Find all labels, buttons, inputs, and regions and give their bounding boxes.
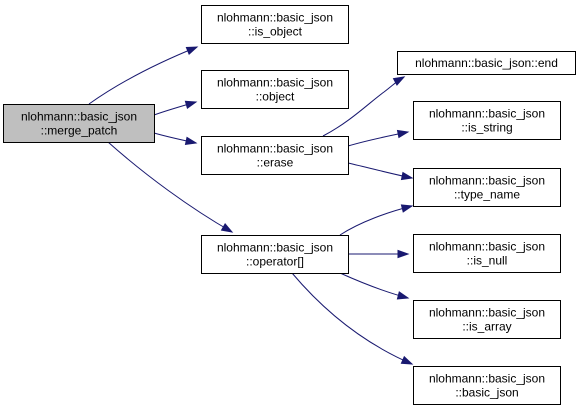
arrowhead-icon bbox=[184, 100, 198, 110]
node-label-line: nlohmann::basic_json bbox=[217, 11, 333, 25]
edge-merge_patch-to-operator_index bbox=[107, 141, 234, 233]
edge-line bbox=[339, 272, 409, 299]
node-label-line: nlohmann::basic_json bbox=[429, 372, 545, 386]
node-box bbox=[201, 5, 349, 44]
node-is_null[interactable]: nlohmann::basic_json::is_null bbox=[413, 234, 561, 273]
node-is_object[interactable]: nlohmann::basic_json::is_object bbox=[201, 5, 349, 44]
node-label-line: nlohmann::basic_json bbox=[217, 142, 333, 156]
node-operator_index[interactable]: nlohmann::basic_json::operator[] bbox=[201, 235, 349, 274]
node-box bbox=[201, 136, 349, 175]
node-object[interactable]: nlohmann::basic_json::object bbox=[201, 70, 349, 109]
node-label-line: ::is_null bbox=[467, 254, 508, 268]
arrowhead-icon bbox=[220, 223, 234, 233]
node-box bbox=[413, 366, 561, 405]
edge-operator_index-to-is_array bbox=[339, 272, 410, 300]
edge-operator_index-to-basic_json bbox=[291, 272, 414, 365]
node-label-line: nlohmann::basic_json bbox=[429, 107, 545, 121]
edge-operator_index-to-type_name bbox=[339, 204, 414, 236]
node-label-line: nlohmann::basic_json bbox=[429, 240, 545, 254]
node-box bbox=[201, 235, 349, 274]
edge-operator_index-to-is_null bbox=[348, 249, 410, 259]
node-basic_json[interactable]: nlohmann::basic_json::basic_json bbox=[413, 366, 561, 405]
node-label-line: ::is_string bbox=[461, 121, 512, 135]
arrowhead-icon bbox=[396, 129, 410, 139]
node-label-line: nlohmann::basic_json bbox=[21, 110, 137, 124]
arrowhead-icon bbox=[184, 136, 198, 146]
edge-erase-to-end bbox=[322, 76, 406, 137]
node-erase[interactable]: nlohmann::basic_json::erase bbox=[201, 136, 349, 175]
node-box bbox=[3, 104, 155, 143]
edges-layer bbox=[88, 46, 414, 365]
node-box bbox=[397, 51, 576, 75]
edge-erase-to-is_string bbox=[347, 129, 410, 147]
edge-merge_patch-to-erase bbox=[153, 132, 198, 146]
node-box bbox=[413, 300, 561, 339]
arrowhead-icon bbox=[400, 171, 414, 181]
edge-merge_patch-to-object bbox=[153, 100, 198, 116]
node-label-line: ::is_object bbox=[248, 25, 303, 39]
edge-line bbox=[339, 205, 413, 236]
node-label-line: ::type_name bbox=[454, 188, 520, 202]
arrowhead-icon bbox=[396, 291, 410, 300]
node-label-line: ::erase bbox=[257, 156, 294, 170]
nodes-layer: nlohmann::basic_json::merge_patchnlohman… bbox=[3, 5, 576, 405]
node-label-line: ::merge_patch bbox=[41, 124, 118, 138]
node-merge_patch[interactable]: nlohmann::basic_json::merge_patch bbox=[3, 104, 155, 143]
node-label-line: nlohmann::basic_json bbox=[217, 76, 333, 90]
edge-line bbox=[107, 141, 233, 233]
node-type_name[interactable]: nlohmann::basic_json::type_name bbox=[413, 168, 561, 207]
node-label-line: nlohmann::basic_json::end bbox=[415, 56, 558, 70]
node-end[interactable]: nlohmann::basic_json::end bbox=[397, 51, 576, 75]
node-label-line: nlohmann::basic_json bbox=[429, 306, 545, 320]
edge-merge_patch-to-is_object bbox=[88, 46, 199, 105]
node-label-line: ::object bbox=[256, 90, 295, 104]
node-label-line: ::is_array bbox=[462, 320, 511, 334]
node-box bbox=[201, 70, 349, 109]
arrowhead-icon bbox=[392, 76, 406, 86]
arrowhead-icon bbox=[397, 249, 410, 259]
node-box bbox=[413, 234, 561, 273]
edge-erase-to-type_name bbox=[347, 162, 414, 181]
node-label-line: nlohmann::basic_json bbox=[429, 174, 545, 188]
edge-line bbox=[291, 272, 413, 365]
arrowhead-icon bbox=[400, 355, 414, 365]
node-label-line: nlohmann::basic_json bbox=[217, 241, 333, 255]
node-box bbox=[413, 101, 561, 140]
arrowhead-icon bbox=[185, 46, 199, 55]
edge-line bbox=[88, 46, 198, 105]
node-is_array[interactable]: nlohmann::basic_json::is_array bbox=[413, 300, 561, 339]
arrowhead-icon bbox=[400, 204, 414, 213]
node-box bbox=[413, 168, 561, 207]
node-is_string[interactable]: nlohmann::basic_json::is_string bbox=[413, 101, 561, 140]
node-label-line: ::basic_json bbox=[455, 386, 518, 400]
node-label-line: ::operator[] bbox=[246, 255, 304, 269]
